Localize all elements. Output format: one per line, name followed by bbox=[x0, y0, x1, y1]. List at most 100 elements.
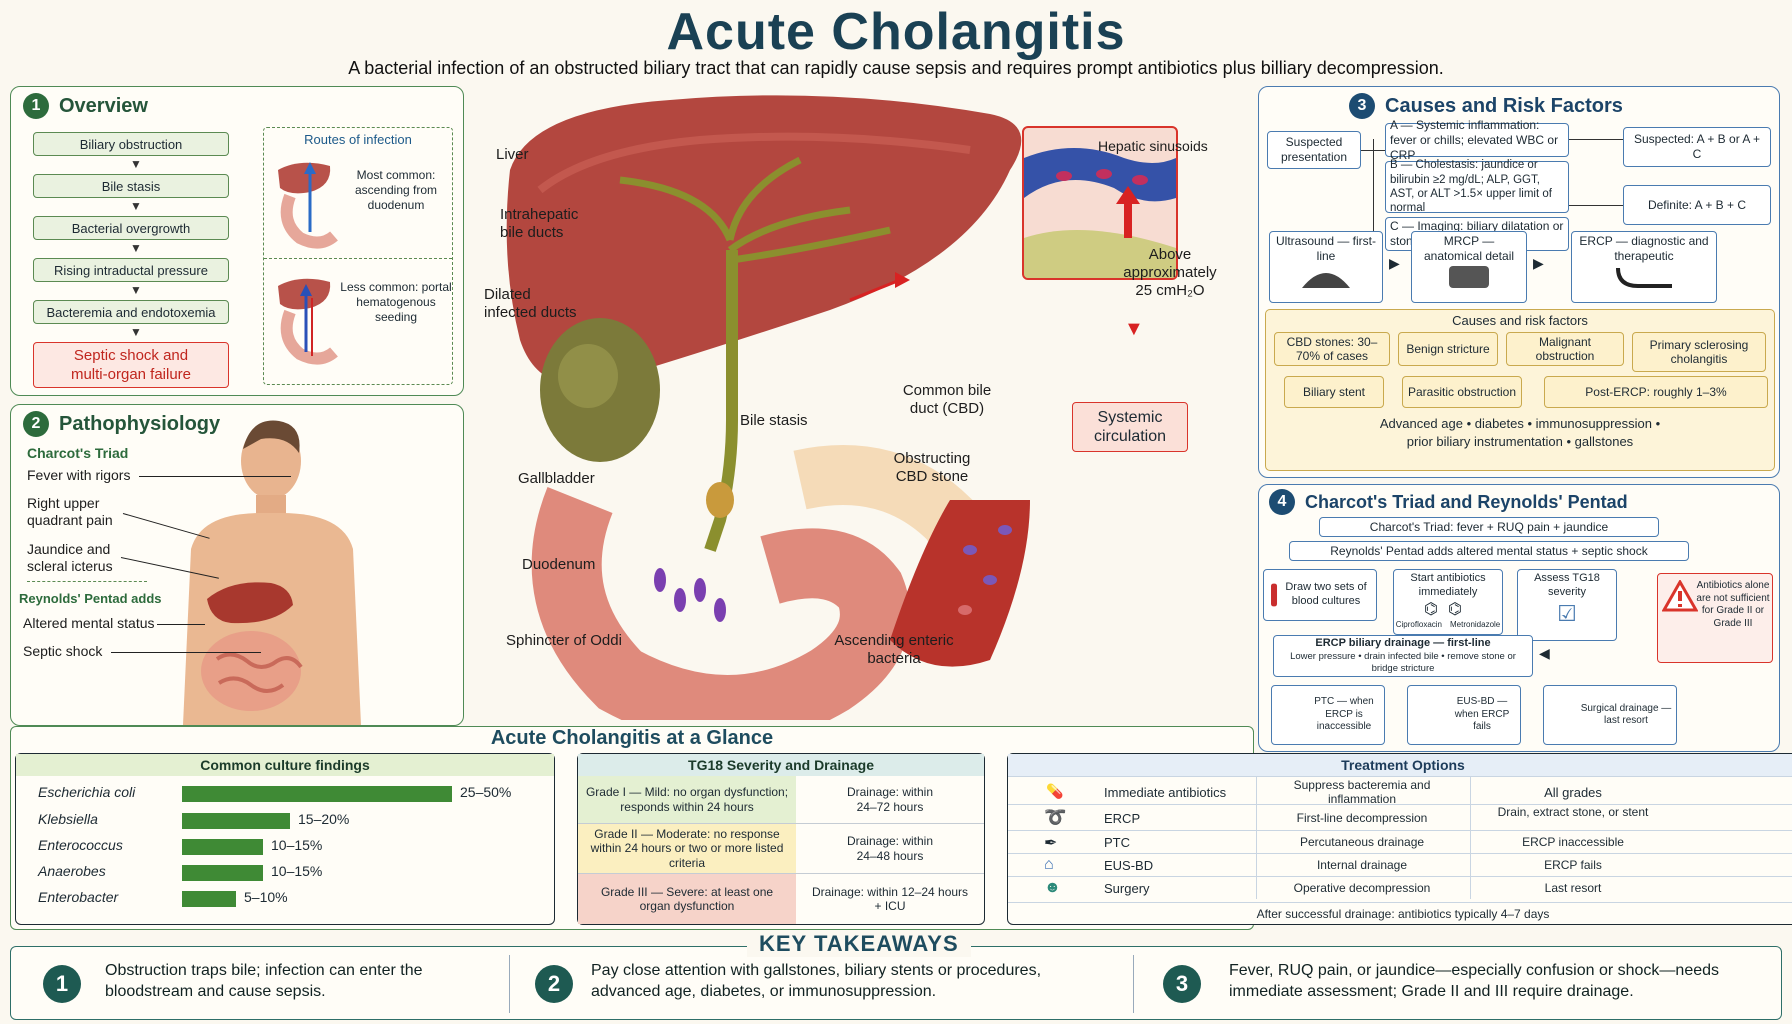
severity-drain: Drainage: within 24–48 hours bbox=[796, 824, 984, 874]
sinusoids-label: Hepatic sinusoids bbox=[1098, 138, 1208, 154]
routes-box: Routes of infection Most common: ascendi… bbox=[263, 127, 453, 385]
warning-box: Antibiotics alone are not sufficient for… bbox=[1657, 573, 1773, 663]
warning-text: Antibiotics alone are not sufficient for… bbox=[1696, 580, 1770, 629]
treatment-title: Treatment Options bbox=[1008, 754, 1792, 776]
page-title: Acute Cholangitis bbox=[666, 3, 1126, 61]
treatment-row: ➰ ERCP First-line decompression Drain, e… bbox=[1008, 804, 1792, 831]
flow-step: Bile stasis bbox=[33, 174, 229, 198]
culture-value: 5–10% bbox=[244, 889, 288, 905]
leader-line bbox=[139, 476, 291, 477]
treatment-divider bbox=[1470, 776, 1471, 899]
liver-portal-icon bbox=[278, 278, 338, 365]
culture-bar bbox=[182, 865, 263, 881]
stone-label: Obstructing CBD stone bbox=[893, 450, 971, 485]
systemic-box: Systemic circulation bbox=[1072, 402, 1188, 452]
risk-parasitic: Parasitic obstruction bbox=[1402, 376, 1522, 408]
treatment-row: ✒ PTC Percutaneous drainage ERCP inacces… bbox=[1008, 830, 1792, 854]
suspected-presentation-box: Suspected presentation bbox=[1267, 131, 1361, 169]
checklist-icon: ☑ bbox=[1557, 600, 1577, 626]
leader-line bbox=[157, 624, 205, 625]
arrow-down-icon: ▼ bbox=[130, 199, 142, 213]
culture-name: Escherichia coli bbox=[38, 784, 136, 800]
severity-grade: Grade II — Moderate: no response within … bbox=[578, 824, 796, 874]
culture-value: 15–20% bbox=[298, 811, 350, 827]
culture-name: Enterobacter bbox=[38, 889, 119, 905]
arrow-down-icon: ▼ bbox=[130, 157, 142, 171]
flow-step: Bacterial overgrowth bbox=[33, 216, 229, 240]
connector-line bbox=[1569, 205, 1623, 206]
arrow-down-icon: ▼ bbox=[130, 283, 142, 297]
takeaway-text: Pay close attention with gallstones, bil… bbox=[591, 962, 1042, 1000]
liver-label: Liver bbox=[496, 146, 529, 163]
severity-table: TG18 Severity and Drainage Grade I — Mil… bbox=[577, 753, 985, 925]
treatment-row: 💊 Immediate antibiotics Suppress bactere… bbox=[1008, 776, 1792, 806]
criterion-a: A — Systemic inflammation: fever or chil… bbox=[1385, 118, 1569, 162]
severity-grade: Grade I — Mild: no organ dysfunction; re… bbox=[578, 776, 796, 824]
surgical-step: Surgical drainage — last resort bbox=[1543, 685, 1677, 745]
triad-line: Charcot's Triad: fever + RUQ pain + jaun… bbox=[1319, 517, 1659, 537]
charcot-panel: 4 Charcot's Triad and Reynolds' Pentad C… bbox=[1258, 484, 1780, 752]
culture-bar bbox=[182, 891, 236, 907]
causes-heading: 3 Causes and Risk Factors bbox=[1349, 93, 1623, 119]
triad-fever: Fever with rigors bbox=[27, 467, 131, 483]
glance-panel: Acute Cholangitis at a Glance Common cul… bbox=[10, 726, 1792, 930]
culture-value: 10–15% bbox=[271, 863, 323, 879]
ultrasound-box: Ultrasound — first-line bbox=[1269, 231, 1383, 303]
section-number: 2 bbox=[23, 411, 49, 437]
culture-bar bbox=[182, 813, 290, 829]
arrow-right-icon: ▶ bbox=[1533, 255, 1544, 271]
flow-step: Biliary obstruction bbox=[33, 132, 229, 156]
ercp-drainage-step: ERCP biliary drainage — first-line Lower… bbox=[1273, 635, 1533, 677]
culture-findings: Common culture findings Escherichia coli… bbox=[15, 753, 555, 925]
treatment-divider bbox=[1256, 776, 1257, 899]
pentad-title: Reynolds' Pentad adds bbox=[19, 591, 162, 606]
arrow-left-icon: ◀ bbox=[1539, 645, 1550, 661]
takeaway-number: 2 bbox=[535, 965, 573, 1003]
charcot-heading: 4 Charcot's Triad and Reynolds' Pentad bbox=[1269, 489, 1628, 515]
risk-stent: Biliary stent bbox=[1284, 376, 1384, 408]
liver-duodenum-icon bbox=[278, 162, 338, 249]
severity-drain: Drainage: within 24–72 hours bbox=[796, 776, 984, 824]
warning-icon bbox=[1662, 580, 1698, 612]
ercp-box: ERCP — diagnostic and therapeutic bbox=[1571, 231, 1717, 303]
severity-drain: Drainage: within 12–24 hours + ICU bbox=[811, 884, 969, 913]
connector-line bbox=[1373, 139, 1374, 235]
risk-line-2: prior biliary instrumentation • gallston… bbox=[1406, 434, 1634, 449]
risk-title: Causes and risk factors bbox=[1452, 313, 1588, 328]
culture-name: Klebsiella bbox=[38, 811, 98, 827]
page-subtitle: A bacterial infection of an obstructed b… bbox=[348, 58, 1444, 78]
sphincter-label: Sphincter of Oddi bbox=[506, 632, 622, 649]
pentad-line: Reynolds' Pentad adds altered mental sta… bbox=[1289, 541, 1689, 561]
risk-factors-box: Causes and risk factors CBD stones: 30–7… bbox=[1265, 309, 1775, 471]
endoscope-icon bbox=[1616, 267, 1672, 288]
culture-name: Enterococcus bbox=[38, 837, 123, 853]
drug-metronidazole: Metronidazole bbox=[1450, 619, 1501, 629]
takeaways-panel: KEY TAKEAWAYS 1 Obstruction traps bile; … bbox=[10, 931, 1782, 1020]
severity-title: TG18 Severity and Drainage bbox=[578, 754, 984, 776]
culture-title: Common culture findings bbox=[16, 754, 554, 776]
route-less-label: Less common: portal hematogenous seeding bbox=[340, 280, 452, 324]
eus-step: EUS-BD — when ERCP fails bbox=[1407, 685, 1521, 745]
drug-ciprofloxacin: Ciprofloxacin bbox=[1395, 619, 1442, 629]
pentad-divider bbox=[27, 581, 147, 582]
pentad-mental: Altered mental status bbox=[23, 615, 155, 631]
duodenum-label: Duodenum bbox=[522, 556, 596, 573]
leader-line bbox=[111, 652, 261, 653]
outcome-box: Septic shock and multi-organ failure bbox=[33, 342, 229, 388]
takeaway-divider bbox=[509, 955, 510, 1013]
takeaway-divider bbox=[1133, 955, 1134, 1013]
criterion-b: B — Cholestasis: jaundice or bilirubin ≥… bbox=[1385, 159, 1569, 214]
section-number: 3 bbox=[1349, 93, 1375, 119]
connector-line bbox=[1569, 139, 1623, 140]
triad-ruq: Right upper quadrant pain bbox=[27, 495, 113, 528]
mrcp-box: MRCP — anatomical detail bbox=[1411, 231, 1527, 303]
section-number: 4 bbox=[1269, 489, 1295, 515]
bacteria-label: Ascending enteric bacteria bbox=[834, 632, 954, 667]
risk-post-ercp: Post-ERCP: roughly 1–3% bbox=[1544, 376, 1768, 408]
takeaways-heading: KEY TAKEAWAYS bbox=[747, 931, 971, 957]
blood-cultures-step: Draw two sets of blood cultures bbox=[1263, 569, 1377, 621]
arrow-down-icon: ▼ bbox=[130, 241, 142, 255]
culture-name: Anaerobes bbox=[38, 863, 106, 879]
biliary-anatomy-illustration bbox=[506, 95, 1030, 720]
definite-box: Definite: A + B + C bbox=[1623, 185, 1771, 225]
